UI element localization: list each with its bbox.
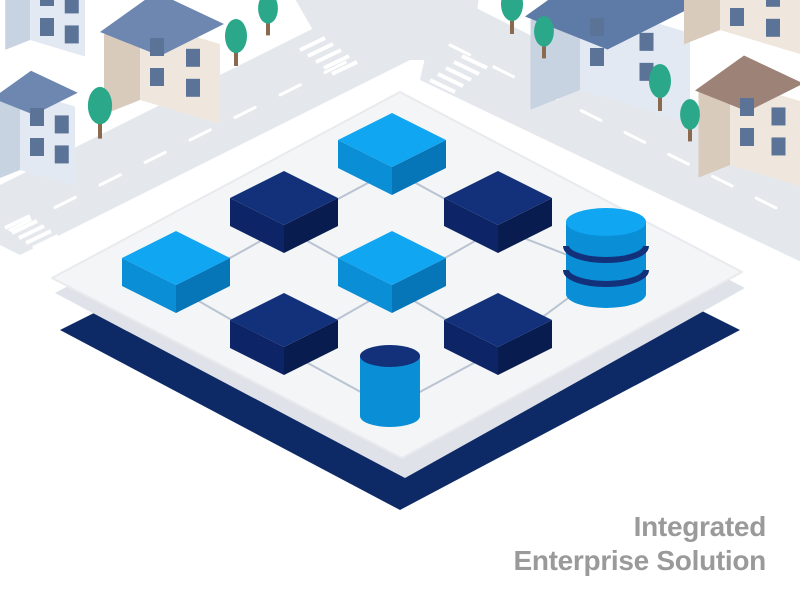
server-node-dark xyxy=(444,171,552,253)
road-right-marking xyxy=(711,174,734,188)
tree-icon xyxy=(680,99,700,142)
road-left-marking xyxy=(98,173,122,187)
crosswalk-stripe xyxy=(307,42,334,58)
caption: Integrated Enterprise Solution xyxy=(513,510,766,578)
crosswalk-stripe xyxy=(429,78,456,94)
road-network xyxy=(0,0,800,262)
crosswalk-stripe xyxy=(323,54,350,70)
house-icon xyxy=(684,0,800,54)
road-left-marking xyxy=(8,218,32,232)
crosswalk-stripe xyxy=(445,66,472,82)
tree-icon xyxy=(534,16,554,59)
crosswalk-stripe xyxy=(461,54,488,70)
road-right xyxy=(420,0,800,262)
house-icon xyxy=(5,0,85,57)
trees-group xyxy=(87,0,700,142)
tree-icon xyxy=(501,0,523,34)
house-icon xyxy=(0,70,78,187)
database-icon xyxy=(360,345,420,427)
road-right-marking xyxy=(492,65,515,79)
road-right-marking xyxy=(754,196,778,210)
houses-group xyxy=(0,0,800,187)
road-left-marking xyxy=(143,150,167,164)
crosswalk-stripe xyxy=(4,214,31,230)
crosswalk-stripe xyxy=(453,60,480,76)
road-right-marking xyxy=(579,109,603,122)
network-nodes xyxy=(122,113,649,427)
server-node-light xyxy=(122,231,230,313)
road-left-marking xyxy=(278,83,302,97)
crosswalk-stripe xyxy=(331,60,358,76)
crosswalk-stripe xyxy=(18,224,45,240)
road-left-marking xyxy=(188,128,212,142)
road-right-marking xyxy=(448,43,472,57)
road-intersection xyxy=(295,0,479,60)
crosswalk-stripe xyxy=(25,229,52,245)
crosswalk-stripe xyxy=(11,219,38,235)
server-node-dark xyxy=(444,293,552,375)
road-left-marking xyxy=(53,195,77,209)
road-left xyxy=(0,15,420,255)
server-node-dark xyxy=(230,171,338,253)
house-icon xyxy=(695,55,800,186)
tree-icon xyxy=(258,0,278,36)
caption-line-2: Enterprise Solution xyxy=(513,545,766,576)
server-node-light xyxy=(338,231,446,313)
road-left-marking xyxy=(233,105,257,119)
database-icon xyxy=(563,208,649,308)
tree-icon xyxy=(225,19,247,66)
tree-icon xyxy=(649,64,671,111)
road-right-marking xyxy=(667,152,690,166)
server-node-light xyxy=(338,113,446,195)
server-node-dark xyxy=(230,293,338,375)
road-left-marking xyxy=(323,60,347,74)
crosswalk-stripe xyxy=(315,48,342,64)
house-icon xyxy=(100,0,224,124)
crosswalk-stripe xyxy=(299,36,326,52)
house-icon xyxy=(525,0,696,123)
crosswalk-stripe xyxy=(437,72,464,88)
caption-line-1: Integrated xyxy=(633,511,767,542)
road-right-marking xyxy=(623,131,647,144)
crosswalk-stripe xyxy=(32,234,59,250)
tree-icon xyxy=(87,86,113,139)
